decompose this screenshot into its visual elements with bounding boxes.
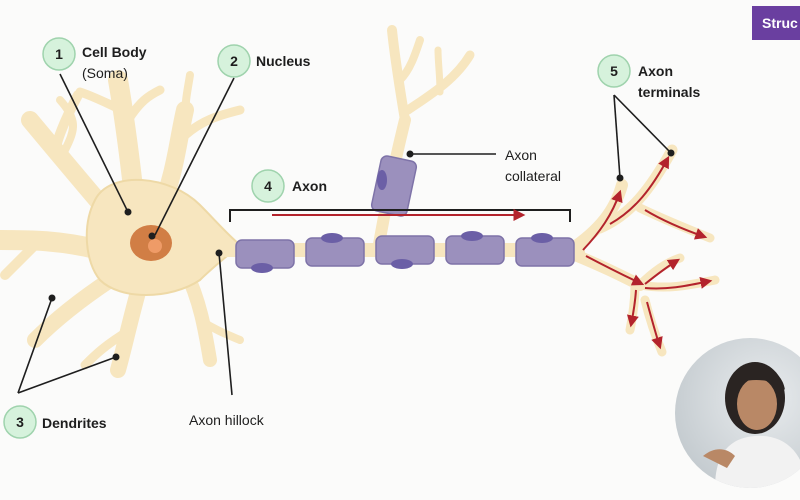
leader-dendrite-b xyxy=(17,356,117,394)
schwann-nucleus xyxy=(391,259,413,269)
pointer-dot xyxy=(112,353,120,361)
signal-arrow xyxy=(646,301,663,350)
dendrite xyxy=(80,325,135,370)
axon-collateral-branch xyxy=(396,36,424,84)
pointer-dot xyxy=(616,174,624,182)
label-axon: Axon xyxy=(292,178,327,194)
signal-arrow xyxy=(582,189,623,251)
label-cell-body: Cell Body xyxy=(82,44,147,60)
nucleolus xyxy=(148,239,162,253)
badge-4 xyxy=(251,169,285,203)
dendrite xyxy=(56,96,77,154)
badge-4-number: 4 xyxy=(264,178,272,194)
signal-arrow xyxy=(644,276,713,290)
axon-bracket xyxy=(229,209,571,222)
signal-arrow xyxy=(585,255,645,286)
label-axon-collateral-line1: Axon xyxy=(505,147,537,163)
badge-1 xyxy=(42,37,76,71)
dendrite xyxy=(0,230,110,260)
pointer-dot xyxy=(406,150,414,158)
badge-5-number: 5 xyxy=(610,63,618,79)
axon-collateral-branch xyxy=(434,46,444,96)
cell-body-shape xyxy=(0,70,245,378)
label-axon-terminals-line2: terminals xyxy=(638,84,700,100)
label-axon-terminals-line1: Axon xyxy=(638,63,673,79)
axon-collateral-branch xyxy=(387,25,410,125)
axon-terminal-branch xyxy=(569,249,646,291)
label-dendrites: Dendrites xyxy=(42,415,107,431)
section-tag: Struc xyxy=(752,6,800,40)
myelin-sheath xyxy=(370,155,418,217)
label-nucleus: Nucleus xyxy=(256,53,311,69)
leader-nucleus xyxy=(154,77,235,236)
label-soma: (Soma) xyxy=(82,65,128,81)
pointer-dot xyxy=(148,232,156,240)
signal-arrow xyxy=(609,155,670,225)
pointer-dot xyxy=(48,294,56,302)
badge-2 xyxy=(217,44,251,78)
schwann-nucleus xyxy=(321,233,343,243)
label-axon-hillock: Axon hillock xyxy=(189,412,265,428)
presenter-video xyxy=(675,338,800,488)
schwann-nucleus xyxy=(251,263,273,273)
leader-dendrite-a xyxy=(17,297,53,394)
label-axon-collateral-line2: collateral xyxy=(505,168,561,184)
leader-axon-terminal-a xyxy=(613,94,621,179)
dendrite xyxy=(50,90,83,155)
schwann-nucleus xyxy=(377,170,387,190)
pointer-dot xyxy=(667,149,675,157)
leader-axon-terminal-b xyxy=(613,94,672,154)
dendrite xyxy=(120,85,165,130)
schwann-nucleus xyxy=(461,231,483,241)
pointer-dot xyxy=(215,249,223,257)
badge-3 xyxy=(3,405,37,439)
leader-cell-body xyxy=(59,73,129,213)
dendrite xyxy=(27,272,118,348)
signal-arrow xyxy=(644,209,708,240)
dendrite xyxy=(175,105,245,145)
dendrite xyxy=(0,235,45,280)
dendrite xyxy=(75,87,127,115)
badge-1-number: 1 xyxy=(55,46,63,62)
signal-arrow xyxy=(644,258,681,285)
dendrite xyxy=(196,316,244,344)
badge-2-number: 2 xyxy=(230,53,238,69)
badge-3-number: 3 xyxy=(16,414,24,430)
signal-arrow xyxy=(626,289,639,328)
schwann-nucleus xyxy=(531,233,553,243)
presenter-figure xyxy=(703,362,800,488)
leader-axon-hillock xyxy=(218,252,233,396)
dendrite xyxy=(181,71,194,124)
badge-5 xyxy=(597,54,631,88)
pointer-dot xyxy=(124,208,132,216)
